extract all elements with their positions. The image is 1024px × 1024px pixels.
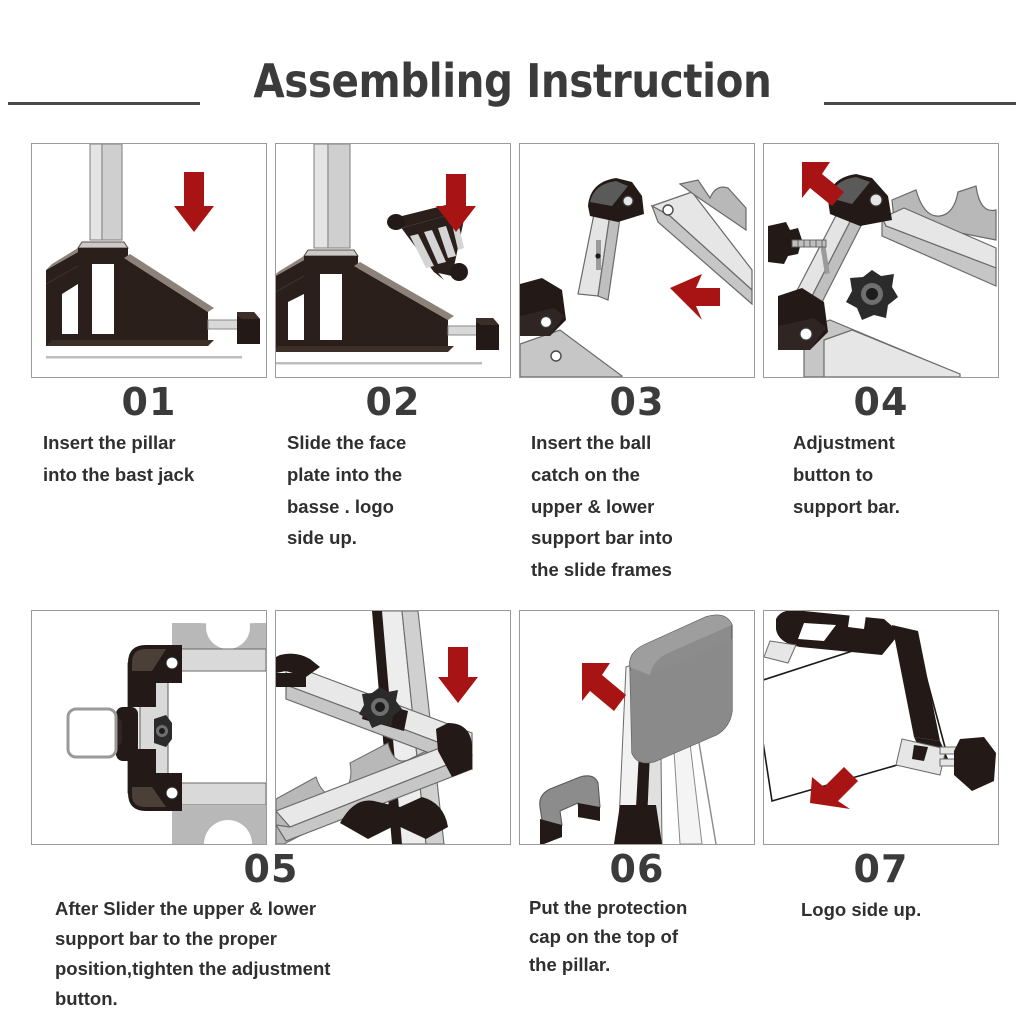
lower-cap-piece (539, 775, 601, 844)
illustration-protection-cap-on-pillar (519, 610, 755, 845)
step-text-06: Put the protection cap on the top of the… (529, 896, 688, 976)
end-cap-right (436, 723, 472, 777)
step-panel-02 (275, 143, 511, 378)
title-rule-right (824, 101, 1017, 105)
step-text-04: Adjustment button to support bar. (793, 431, 900, 517)
diagonal-up-left-arrow-icon (810, 767, 858, 809)
step-number-04: 04 (853, 380, 909, 424)
step-panel-01 (31, 143, 267, 378)
wire-bracket (66, 707, 118, 759)
step-number-02: 02 (365, 380, 421, 424)
step-text-07: Logo side up. (801, 898, 922, 920)
diagonal-down-right-arrow-icon (582, 663, 626, 711)
support-bar (577, 213, 621, 301)
adjustment-bolt (768, 222, 827, 264)
protection-cap (629, 614, 733, 764)
step-caption-02: 02 Slide the face plate into the basse .… (275, 380, 511, 586)
step-caption-04: 04 Adjustment button to support bar. (763, 380, 999, 586)
left-arrow-icon (670, 274, 720, 320)
step-caption-07: 07 Logo side up. (763, 847, 999, 1014)
step-caption-03: 03 Insert the ball catch on the upper & … (519, 380, 755, 586)
step-caption-01: 01 Insert the pillar into the bast jack (31, 380, 267, 586)
step-caption-06: 06 Put the protection cap on the top of … (519, 847, 755, 1014)
step-panel-07 (763, 610, 999, 845)
diagonal-down-right-arrow-icon (802, 162, 844, 206)
step-text-01: Insert the pillar into the bast jack (43, 431, 195, 485)
caption-row-bottom: 05 After Slider the upper & lower suppor… (0, 847, 1024, 1014)
illustration-slider-clamp-front-view (31, 610, 267, 845)
down-arrow-icon (436, 174, 476, 232)
ball-catch-lower (520, 278, 566, 336)
page-header: Assembling Instruction (0, 48, 1024, 114)
corner-bracket-upper (128, 645, 182, 707)
step-number-03: 03 (609, 380, 665, 424)
step-number-01: 01 (121, 380, 177, 424)
foot-bracket (340, 797, 448, 839)
ball-catch-upper (588, 178, 644, 222)
step-number-07: 07 (853, 847, 909, 891)
adjustment-knob-icon (846, 270, 898, 320)
page-title: Assembling Instruction (252, 54, 772, 108)
step-text-02: Slide the face plate into the basse . lo… (287, 431, 407, 549)
step-panel-04 (763, 143, 999, 378)
corner-bracket-lower (128, 749, 182, 811)
caption-row-top: 01 Insert the pillar into the bast jack … (0, 380, 1024, 586)
joint-lower (778, 288, 828, 350)
adjustment-knob-icon (359, 687, 402, 728)
illustration-ball-catch-support-bar (519, 143, 755, 378)
step-panel-05-detail (275, 610, 511, 845)
step-text-03: Insert the ball catch on the upper & low… (531, 431, 673, 581)
joint-upper (828, 174, 892, 226)
step-panel-06 (519, 610, 755, 845)
face-plate (387, 202, 468, 281)
step-panel-03 (519, 143, 755, 378)
step-caption-05: 05 After Slider the upper & lower suppor… (31, 847, 511, 1014)
illustration-base-jack-with-pillar (31, 143, 267, 378)
top-bracket (764, 611, 900, 664)
step-panel-05 (31, 610, 267, 845)
step-number-06: 06 (609, 847, 665, 891)
step-number-05: 05 (243, 847, 299, 891)
title-rule-left (7, 101, 200, 105)
down-arrow-icon (174, 172, 214, 232)
illustration-assembled-frame-logo-side (763, 610, 999, 845)
illustration-adjustment-button-knob (763, 143, 999, 378)
end-cap-left (276, 653, 320, 687)
illustration-row-top (0, 143, 1024, 378)
illustration-face-plate-into-base (275, 143, 511, 378)
lower-right-fitting (895, 737, 996, 791)
illustration-row-bottom (0, 610, 1024, 845)
down-arrow-icon (438, 647, 478, 703)
step-text-05: After Slider the upper & lower support b… (55, 897, 331, 1009)
illustration-tighten-adjustment-button (275, 610, 511, 845)
